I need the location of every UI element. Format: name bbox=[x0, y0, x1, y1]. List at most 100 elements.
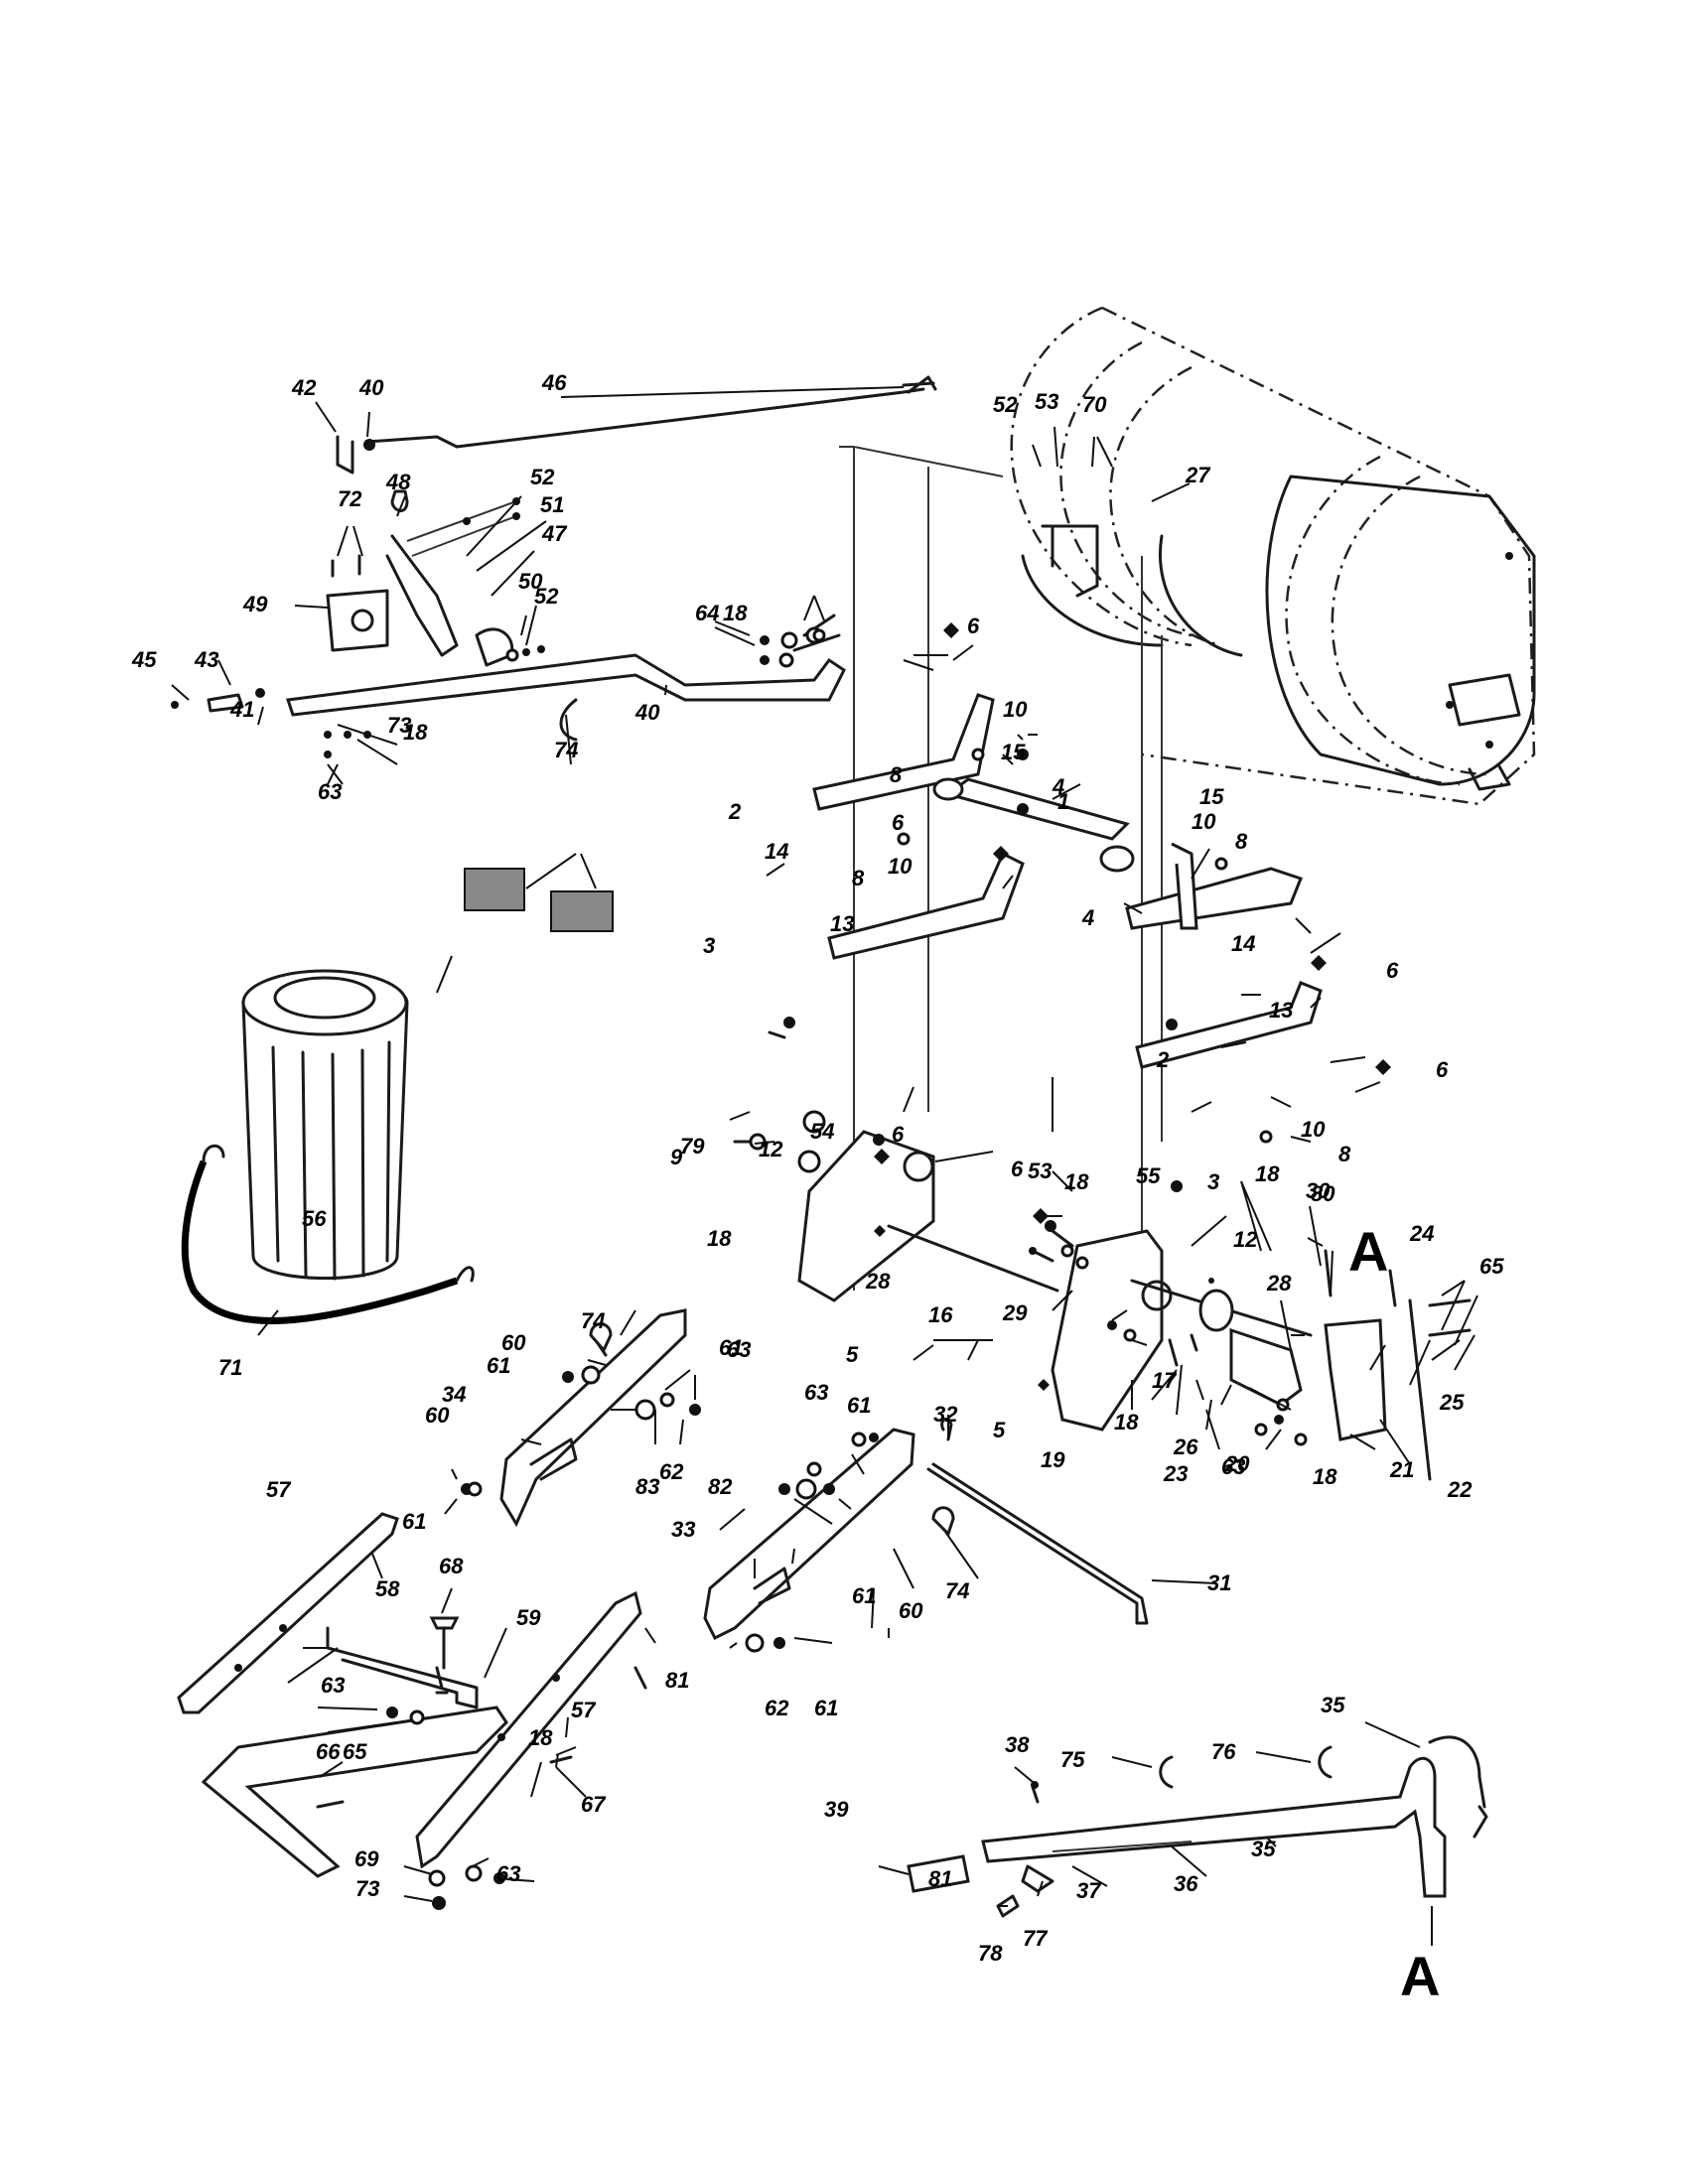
callout: 61 bbox=[814, 1696, 838, 1720]
callout: 18 bbox=[723, 601, 748, 625]
callout: 62 bbox=[659, 1459, 684, 1484]
callout: 62 bbox=[765, 1696, 789, 1720]
callout: 38 bbox=[1005, 1732, 1030, 1757]
callout-labels: 1 2 2 3 3 4 4 5 5 6 6 6 6 6 6 8 8 8 8 9 … bbox=[131, 370, 1504, 1966]
callout: 43 bbox=[194, 647, 218, 672]
callout: 25 bbox=[1439, 1390, 1465, 1415]
callout: 32 bbox=[933, 1402, 958, 1427]
callout: 18 bbox=[528, 1725, 553, 1750]
callout: 18 bbox=[1064, 1169, 1089, 1194]
callout: 52 bbox=[530, 465, 555, 489]
callout: 66 bbox=[316, 1739, 341, 1764]
callout: 61 bbox=[402, 1509, 426, 1534]
callout: 22 bbox=[1447, 1477, 1473, 1502]
callout: 4 bbox=[1081, 905, 1094, 930]
callout: 18 bbox=[1114, 1410, 1139, 1434]
callout: 3 bbox=[1207, 1169, 1219, 1194]
callout: 41 bbox=[229, 697, 254, 722]
callout: 53 bbox=[1028, 1159, 1052, 1183]
shift-rod-assembly bbox=[171, 375, 937, 758]
callout: 50 bbox=[518, 569, 543, 594]
callout: 49 bbox=[242, 592, 268, 616]
callout: 83 bbox=[635, 1474, 659, 1499]
auger-housing bbox=[1010, 306, 1536, 806]
callout: 17 bbox=[1152, 1368, 1178, 1393]
callout: 18 bbox=[1313, 1464, 1337, 1489]
callout: 60 bbox=[425, 1403, 450, 1428]
callout: 15 bbox=[1001, 740, 1026, 764]
callout: 12 bbox=[759, 1137, 783, 1161]
callout: 72 bbox=[338, 486, 362, 511]
callout: 6 bbox=[1386, 958, 1399, 983]
callout: 60 bbox=[501, 1330, 526, 1355]
callout: 76 bbox=[1211, 1739, 1236, 1764]
callout: 30 bbox=[1306, 1178, 1331, 1203]
callout: 33 bbox=[671, 1517, 695, 1542]
callout: 59 bbox=[516, 1605, 541, 1630]
callout: 6 bbox=[892, 1122, 905, 1147]
callout: 27 bbox=[1185, 463, 1211, 487]
callout: 10 bbox=[888, 854, 912, 879]
callout: 39 bbox=[824, 1797, 849, 1822]
callout: 61 bbox=[487, 1353, 510, 1378]
callout: 5 bbox=[993, 1418, 1006, 1442]
callout: 82 bbox=[708, 1474, 733, 1499]
callout: 42 bbox=[291, 375, 317, 400]
callout: 2 bbox=[728, 799, 742, 824]
callout: 53 bbox=[1035, 389, 1058, 414]
callout: 65 bbox=[1479, 1254, 1504, 1279]
callout: 23 bbox=[1163, 1461, 1188, 1486]
side-brackets bbox=[461, 1308, 1149, 1653]
callout: 5 bbox=[846, 1342, 859, 1367]
callout: 46 bbox=[541, 370, 567, 395]
callout: 31 bbox=[1207, 1570, 1231, 1595]
callout: 63 bbox=[318, 779, 342, 804]
decal-labels bbox=[464, 868, 614, 932]
callout: 8 bbox=[852, 866, 865, 890]
callout: 3 bbox=[703, 933, 715, 958]
callout: 63 bbox=[496, 1861, 520, 1886]
callout: 40 bbox=[634, 700, 660, 725]
callout: 12 bbox=[1233, 1227, 1258, 1252]
callout: 10 bbox=[1301, 1117, 1326, 1142]
callout: 14 bbox=[765, 839, 788, 864]
reference-mark-a-lower: A bbox=[1400, 1945, 1440, 2007]
callout: 61 bbox=[852, 1583, 876, 1608]
callout: 8 bbox=[1235, 829, 1248, 854]
callout: 28 bbox=[865, 1269, 891, 1294]
callout: 64 bbox=[695, 601, 719, 625]
callout: 78 bbox=[978, 1941, 1003, 1966]
handle-assembly bbox=[907, 1735, 1488, 1918]
callout: 47 bbox=[541, 521, 568, 546]
callout: 13 bbox=[830, 911, 854, 936]
callout: 71 bbox=[218, 1355, 242, 1380]
callout: 19 bbox=[1041, 1447, 1065, 1472]
callout: 35 bbox=[1251, 1837, 1276, 1861]
callout: 37 bbox=[1076, 1878, 1102, 1903]
callout: 57 bbox=[571, 1698, 597, 1722]
callout: 48 bbox=[385, 470, 411, 494]
callout: 18 bbox=[1255, 1161, 1280, 1186]
callout: 6 bbox=[1011, 1157, 1024, 1181]
callout: 24 bbox=[1409, 1221, 1434, 1246]
callout: 52 bbox=[993, 392, 1018, 417]
callout: 9 bbox=[670, 1145, 683, 1169]
callout: 51 bbox=[540, 492, 564, 517]
callout: 74 bbox=[554, 738, 578, 762]
callout: 65 bbox=[343, 1739, 367, 1764]
callout: 60 bbox=[899, 1598, 923, 1623]
callout: 6 bbox=[967, 614, 980, 638]
callout: 63 bbox=[1221, 1454, 1245, 1479]
callout: 73 bbox=[387, 713, 411, 738]
callout: 63 bbox=[321, 1673, 345, 1698]
callout: 77 bbox=[1023, 1926, 1049, 1951]
callout: 36 bbox=[1174, 1871, 1198, 1896]
callout: 1 bbox=[1057, 789, 1069, 814]
callout: 18 bbox=[403, 720, 428, 745]
callout: 20 bbox=[1224, 1451, 1250, 1476]
callout: 69 bbox=[354, 1846, 379, 1871]
callout: 63 bbox=[727, 1337, 751, 1362]
callout: 80 bbox=[1311, 1181, 1335, 1206]
callout: 2 bbox=[1156, 1047, 1170, 1072]
callout: 54 bbox=[810, 1119, 834, 1144]
